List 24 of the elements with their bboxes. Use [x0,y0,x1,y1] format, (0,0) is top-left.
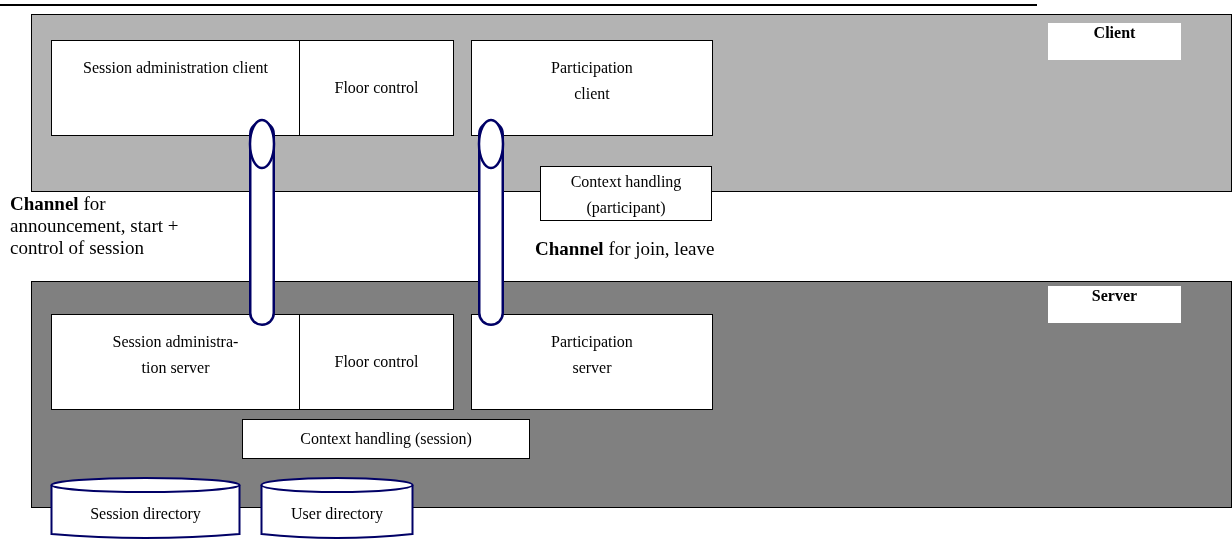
component-box [540,166,712,221]
edge-label: Channel for join, leave [535,238,716,260]
box-label: Session administration client [83,58,268,78]
component-box [299,314,454,410]
edge-label: Channel for announcement, start + control of session [10,193,180,259]
box-label: Session administra- tion server [111,332,240,378]
box-label: Participation server [550,332,634,378]
band-label: Client [1048,23,1181,60]
cylinder-label: Session directory [90,504,201,525]
box-label: Context handling (session) [300,429,472,450]
component-box [299,40,454,136]
component-box [471,40,713,136]
box-label: Floor control [334,352,419,372]
client-band [31,14,1232,192]
component-box [471,314,713,410]
cylinder-label: User directory [291,504,383,525]
box-label: Context handling (participant) [569,172,683,219]
box-label: Participation client [550,58,634,104]
component-box [51,314,300,410]
band-label: Server [1048,286,1181,323]
box-label: Floor control [334,78,419,98]
server-band [31,281,1232,508]
component-box [242,419,530,459]
component-box [51,40,300,136]
